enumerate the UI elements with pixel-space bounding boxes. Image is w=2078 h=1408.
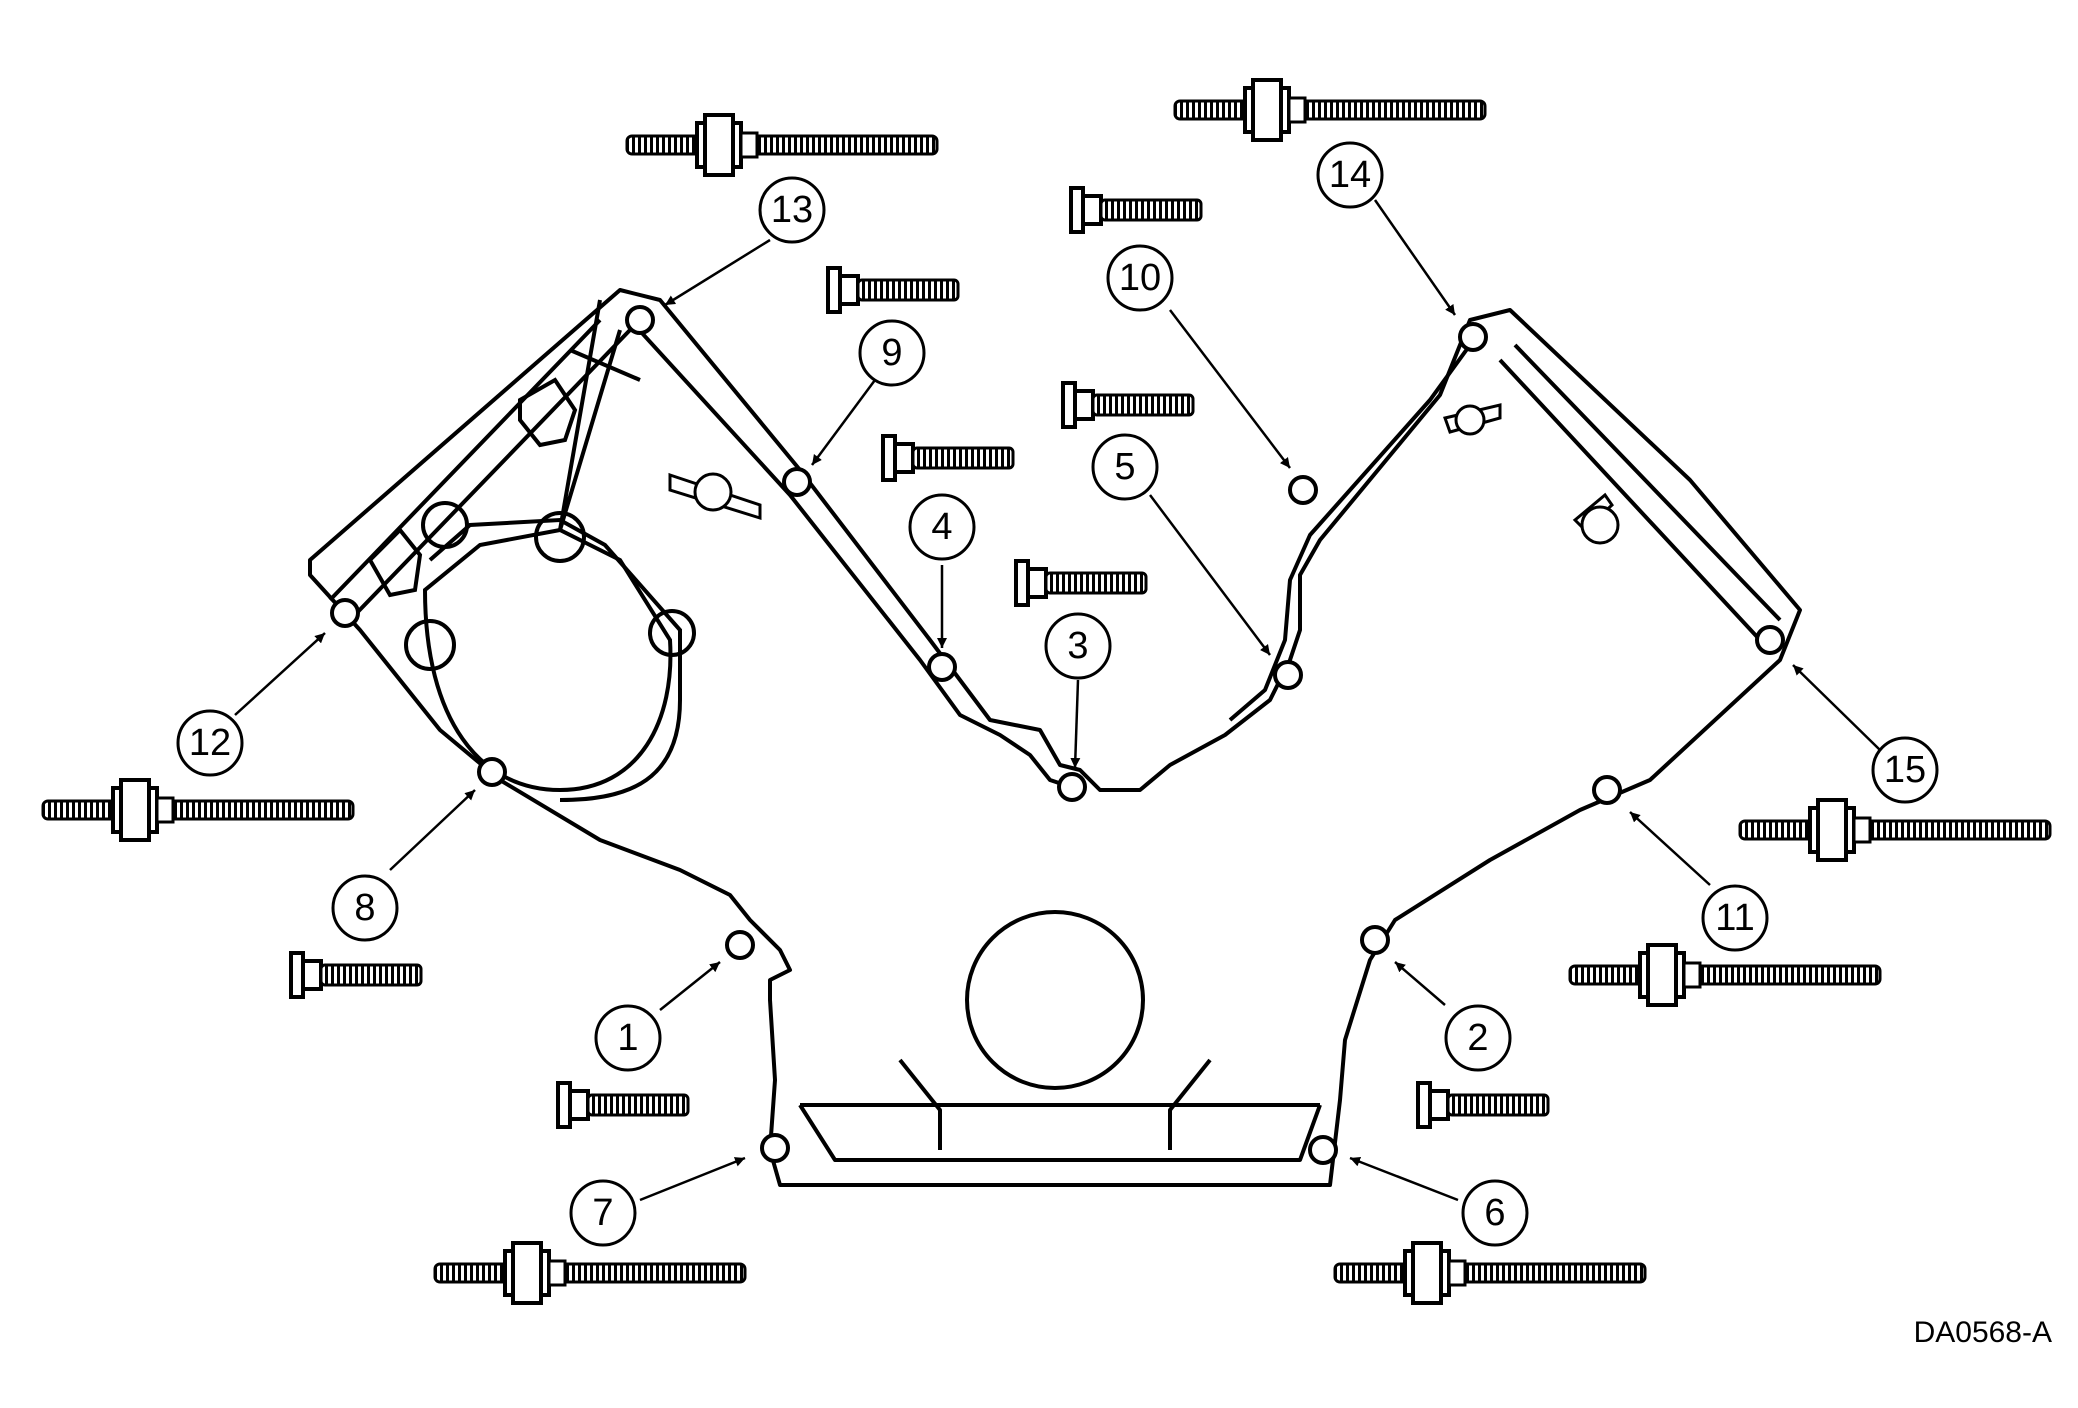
stud-7 xyxy=(433,1241,747,1305)
water-pump-area xyxy=(367,299,696,802)
leader-13 xyxy=(664,238,771,307)
leader-15 xyxy=(1792,664,1881,751)
callout-14: 14 xyxy=(1316,141,1384,209)
callout-9-label: 9 xyxy=(881,332,902,374)
cover-right-lobe xyxy=(1498,343,1782,642)
bolt-hole-4 xyxy=(927,652,957,682)
callout-1-label: 1 xyxy=(617,1017,638,1059)
bolt-hole-10 xyxy=(1288,475,1318,505)
callout-7: 7 xyxy=(569,1179,637,1247)
callout-8: 8 xyxy=(331,874,399,942)
callout-2-label: 2 xyxy=(1467,1017,1488,1059)
callout-5-label: 5 xyxy=(1114,446,1135,488)
bolt-hole-3 xyxy=(1057,772,1087,802)
leader-14 xyxy=(1373,199,1457,316)
leader-10 xyxy=(1169,309,1291,469)
bolt-4 xyxy=(881,434,1015,482)
bolt-hole-15 xyxy=(1755,625,1785,655)
pump-boss-a xyxy=(421,501,469,549)
callout-8-label: 8 xyxy=(354,887,375,929)
locating-tabs xyxy=(668,403,1620,545)
callout-13: 13 xyxy=(758,176,826,244)
bolt-hole-5 xyxy=(1273,660,1303,690)
bolt-3 xyxy=(1014,559,1148,607)
callout-12-label: 12 xyxy=(189,722,231,764)
pump-boss-d xyxy=(648,609,696,657)
leader-8 xyxy=(389,789,476,871)
leader-12 xyxy=(234,632,326,716)
bolt-1 xyxy=(556,1081,690,1129)
crank-seal-bore xyxy=(965,910,1145,1090)
callout-4-label: 4 xyxy=(931,506,952,548)
pump-pocket-upper xyxy=(518,377,578,448)
callout-10: 10 xyxy=(1106,244,1174,312)
bolt-9 xyxy=(826,266,960,314)
callout-12: 12 xyxy=(176,709,244,777)
bolt-hole-6 xyxy=(1308,1135,1338,1165)
leader-5 xyxy=(1149,494,1271,656)
bolt-hole-14 xyxy=(1458,322,1488,352)
cover-outer-edge xyxy=(308,288,1802,1187)
bolt-holes xyxy=(330,305,1785,1165)
cover-inner-edge xyxy=(628,318,1081,792)
bolt-hole-7 xyxy=(760,1133,790,1163)
bolt-2 xyxy=(1416,1081,1550,1129)
pump-boss-b xyxy=(534,511,586,563)
leader-1 xyxy=(659,961,721,1011)
leader-6 xyxy=(1349,1156,1459,1202)
callout-13-label: 13 xyxy=(771,189,813,231)
stud-11 xyxy=(1568,943,1882,1007)
leader-3 xyxy=(1070,679,1081,769)
callout-5: 5 xyxy=(1091,433,1159,501)
bolt-hole-11 xyxy=(1592,775,1622,805)
callout-9: 9 xyxy=(858,319,926,387)
callout-3: 3 xyxy=(1044,612,1112,680)
bolt-10 xyxy=(1069,186,1203,234)
leader-11 xyxy=(1629,811,1711,886)
callout-2: 2 xyxy=(1444,1004,1512,1072)
callout-11: 11 xyxy=(1701,884,1769,952)
bolt-hole-12 xyxy=(330,598,360,628)
bolt-hole-8 xyxy=(477,757,507,787)
callout-11-label: 11 xyxy=(1715,897,1754,939)
stud-6 xyxy=(1333,1241,1647,1305)
callout-14-label: 14 xyxy=(1329,154,1371,196)
callout-10-label: 10 xyxy=(1119,257,1161,299)
callout-3-label: 3 xyxy=(1067,625,1088,667)
callout-6-label: 6 xyxy=(1484,1192,1505,1234)
callout-4: 4 xyxy=(908,493,976,561)
callout-15-label: 15 xyxy=(1884,749,1926,791)
fasteners xyxy=(41,78,2052,1305)
cover-lower-box xyxy=(798,1058,1322,1162)
leader-2 xyxy=(1394,961,1446,1006)
bolt-hole-1 xyxy=(725,930,755,960)
leader-7 xyxy=(639,1156,746,1202)
pump-pocket-lower xyxy=(367,527,423,598)
stud-14 xyxy=(1173,78,1487,142)
callout-15: 15 xyxy=(1871,736,1939,804)
stud-13 xyxy=(625,113,939,177)
bolt-5 xyxy=(1061,381,1195,429)
leader-9 xyxy=(810,379,877,466)
figure-id: DA0568-A xyxy=(1913,1316,2052,1349)
callout-6: 6 xyxy=(1461,1179,1529,1247)
bolt-hole-13 xyxy=(625,305,655,335)
bolt-hole-2 xyxy=(1360,925,1390,955)
bolt-8 xyxy=(289,951,423,999)
callout-7-label: 7 xyxy=(592,1192,613,1234)
leader-lines xyxy=(234,199,1881,1202)
stud-15 xyxy=(1738,798,2052,862)
cover-inner-valley xyxy=(1228,343,1472,722)
stud-12 xyxy=(41,778,355,842)
bolt-hole-9 xyxy=(782,467,812,497)
callouts: 13 14 10 9 5 4 3 12 15 8 11 1 2 7 6 xyxy=(176,141,1939,1247)
pump-boss-c xyxy=(404,619,456,671)
callout-1: 1 xyxy=(594,1004,662,1072)
